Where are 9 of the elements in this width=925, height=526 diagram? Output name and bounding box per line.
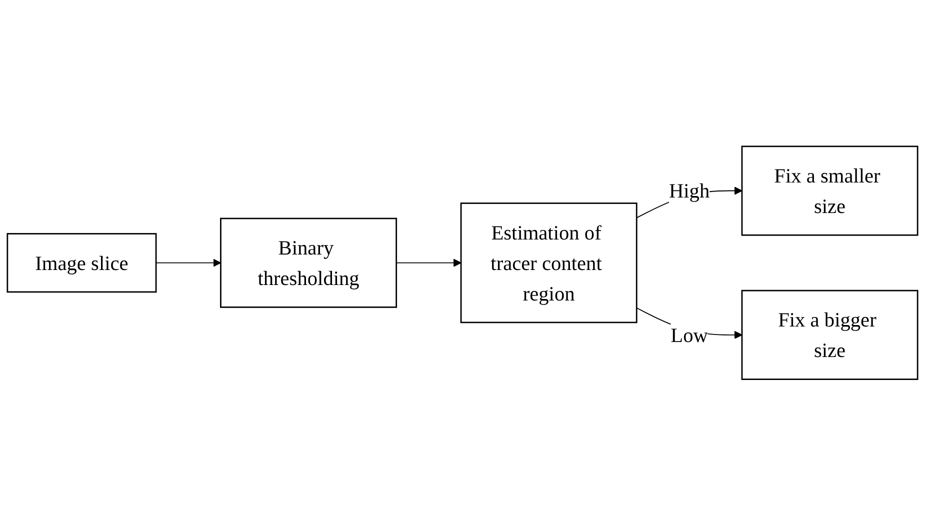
node-box: Image slice bbox=[6, 233, 157, 293]
node-box: Binary thresholding bbox=[220, 218, 398, 308]
node-box: Fix a bigger size bbox=[741, 290, 918, 380]
node-box: Estimation of tracer content region bbox=[460, 202, 638, 324]
arrow bbox=[156, 258, 222, 268]
edge-label: Low bbox=[670, 324, 708, 347]
edge-label: High bbox=[668, 179, 710, 202]
node-box: Fix a smaller size bbox=[741, 146, 918, 236]
arrow bbox=[396, 258, 462, 268]
